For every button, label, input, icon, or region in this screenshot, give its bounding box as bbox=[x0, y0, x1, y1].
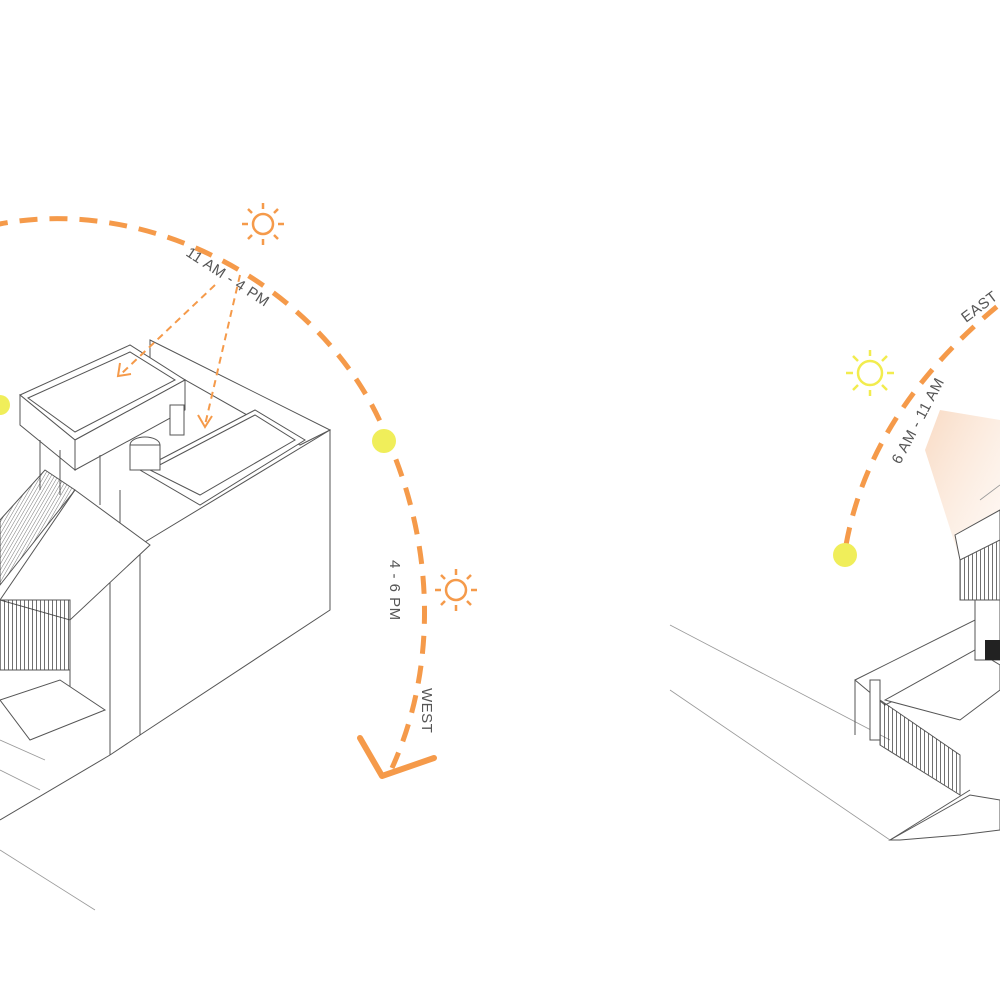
sun-icon-afternoon bbox=[435, 569, 477, 611]
east-sun-path bbox=[833, 300, 1000, 567]
label-east: EAST bbox=[958, 288, 1000, 326]
right-house-axonometric bbox=[669, 410, 1000, 841]
direction-arrowhead-icon bbox=[357, 735, 437, 779]
sun-position-dot bbox=[833, 543, 857, 567]
label-midday: 11 AM - 4 PM bbox=[183, 244, 273, 310]
label-afternoon: 4 - 6 PM bbox=[386, 560, 403, 621]
left-house-axonometric bbox=[0, 339, 332, 911]
sun-position-dot bbox=[372, 429, 396, 453]
west-sun-path bbox=[0, 216, 437, 779]
sun-position-dot bbox=[0, 395, 10, 415]
sun-icon-midday bbox=[242, 203, 284, 245]
label-west: WEST bbox=[418, 688, 435, 733]
sun-icon-morning bbox=[846, 350, 894, 396]
